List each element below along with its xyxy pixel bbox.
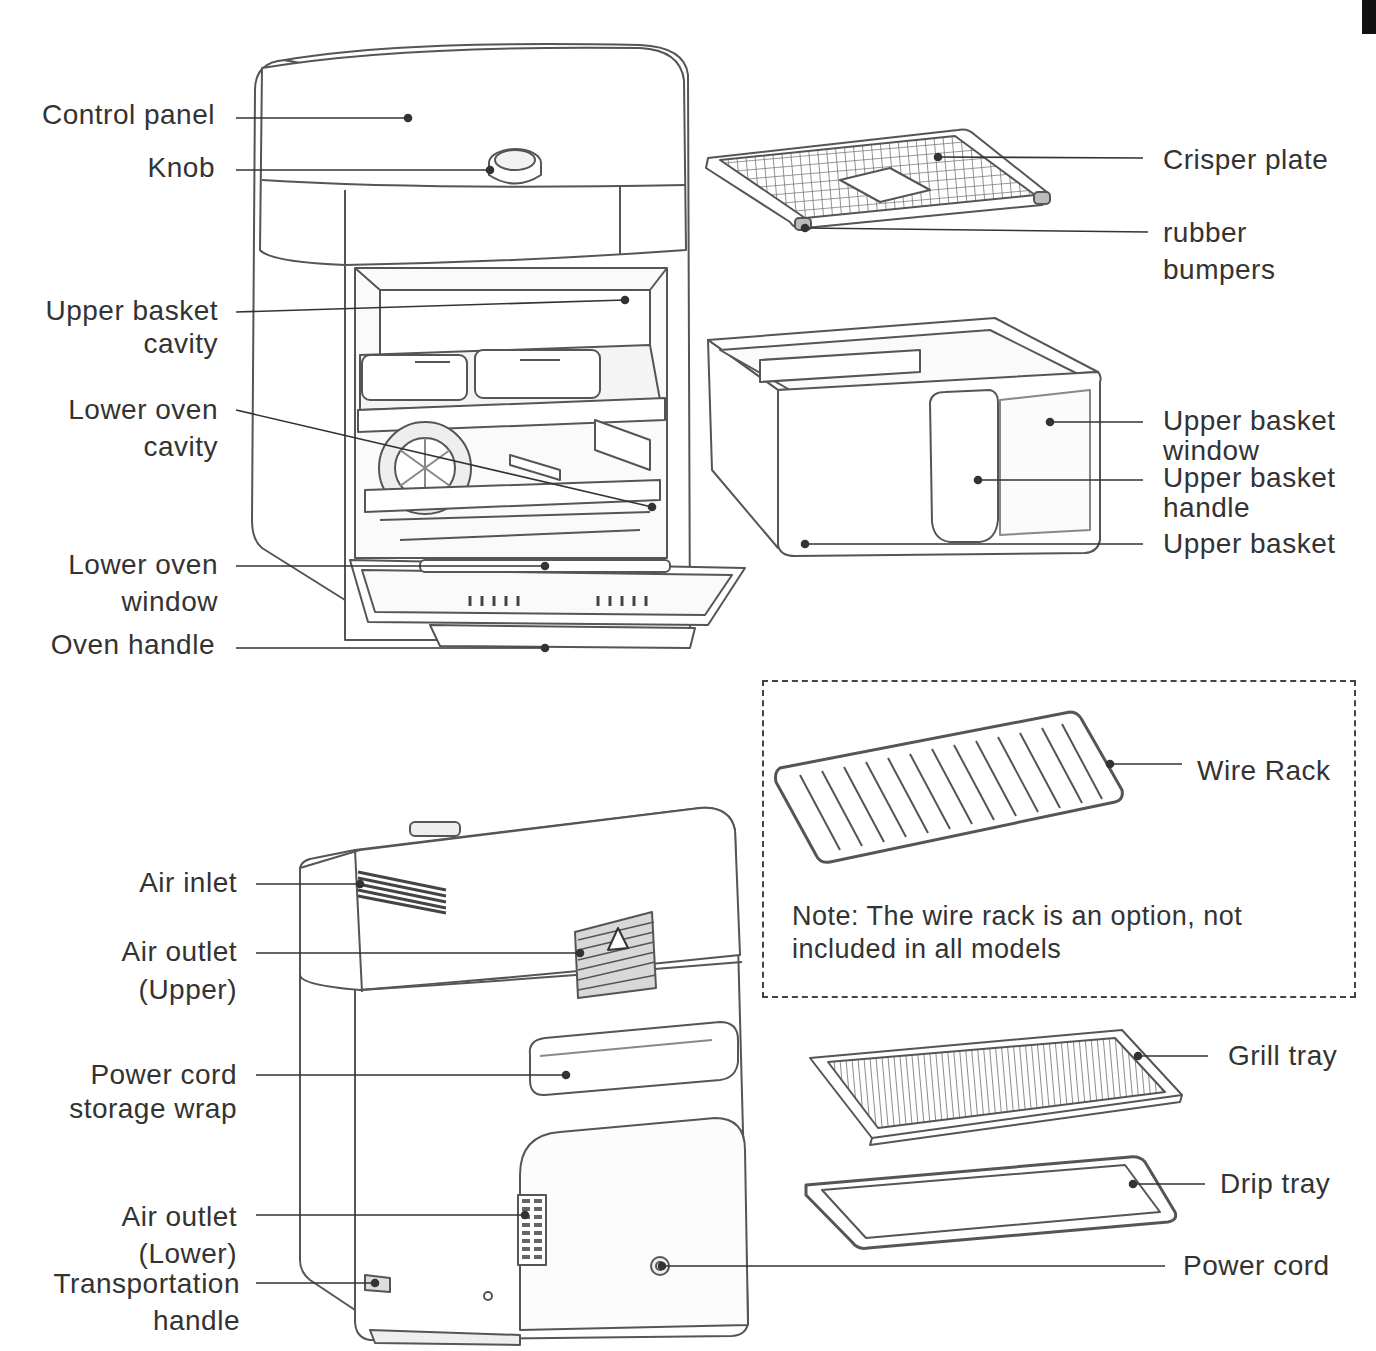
part-label: Lower oven window <box>3 546 218 620</box>
leader-line <box>236 117 408 119</box>
leader-line <box>1133 1183 1205 1185</box>
crisper-plate <box>706 130 1050 230</box>
leader-line <box>236 410 652 507</box>
part-label: Upper basket window <box>1163 406 1374 466</box>
leader-line <box>256 1282 375 1284</box>
leader-line <box>1110 763 1182 765</box>
leader-line <box>256 1214 525 1216</box>
part-label: Upper basket handle <box>1163 463 1374 523</box>
part-label: Grill tray <box>1228 1039 1373 1073</box>
wire-rack <box>776 712 1123 862</box>
part-label: Knob <box>0 151 215 185</box>
part-label: Air inlet <box>22 866 237 900</box>
part-label: Air outlet (Upper) <box>37 933 237 1009</box>
part-label: Power cord <box>1183 1249 1373 1283</box>
dashed-note-box: Wire RackNote: The wire rack is an optio… <box>762 680 1356 998</box>
part-label: rubber bumpers <box>1163 214 1313 288</box>
part-label: Lower oven cavity <box>3 391 218 465</box>
part-label: Upper basket cavity <box>3 294 218 360</box>
leader-line <box>236 169 490 171</box>
trays <box>806 1030 1182 1248</box>
part-label: Transportation handle <box>10 1265 240 1339</box>
leader-lines <box>236 115 1208 1287</box>
part-label: Crisper plate <box>1163 143 1373 177</box>
leader-line <box>236 647 545 649</box>
rear-unit <box>300 808 748 1345</box>
leader-line <box>256 952 580 954</box>
leader-line <box>1138 1055 1208 1057</box>
part-label: Power cord storage wrap <box>7 1058 237 1126</box>
part-label: Drip tray <box>1220 1167 1370 1201</box>
leader-line <box>805 543 1143 545</box>
leader-line <box>938 157 1143 158</box>
part-label: Air outlet (Lower) <box>37 1198 237 1272</box>
part-label: Oven handle <box>0 628 215 662</box>
page-tab <box>1362 0 1376 34</box>
leader-line <box>978 479 1143 481</box>
part-label: Upper basket <box>1163 527 1374 561</box>
front-unit <box>252 44 745 648</box>
leader-line <box>256 883 360 885</box>
part-label: Control panel <box>0 98 215 132</box>
upper-basket <box>708 318 1101 556</box>
leader-line <box>662 1265 1165 1267</box>
leader-line <box>1050 421 1143 423</box>
leader-line <box>236 565 545 567</box>
leader-line <box>805 228 1148 232</box>
note-text: Note: The wire rack is an option, not in… <box>792 900 1292 966</box>
leader-line <box>236 300 625 312</box>
part-label: Wire Rack <box>1197 754 1357 788</box>
leader-line <box>256 1074 566 1076</box>
